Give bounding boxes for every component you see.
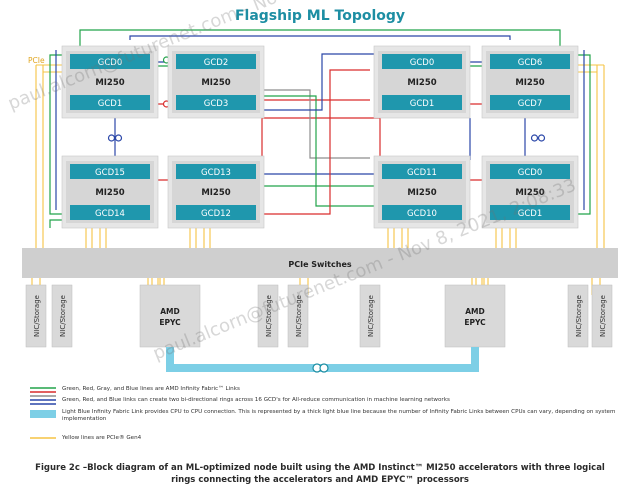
gcd-block	[382, 164, 462, 179]
fabric-link	[250, 53, 376, 111]
gcd-block	[382, 205, 462, 220]
nic-storage-block	[257, 284, 279, 348]
nic-storage-label: NIC/Storage	[575, 295, 583, 337]
legend-text-rings: Green, Red, and Blue links can create tw…	[62, 397, 450, 403]
mi250-modules: GCD0MI250GCD1GCD2MI250GCD3GCD0MI250GCD1G…	[61, 45, 579, 229]
pcie-label: PCIe	[28, 56, 45, 65]
nic-storage-label: NIC/Storage	[59, 295, 67, 337]
link-bridge-icon	[107, 134, 116, 142]
fabric-link	[262, 69, 370, 215]
gcd-label: GCD7	[518, 99, 542, 109]
nic-storage-block	[591, 284, 613, 348]
gcd-label: GCD15	[95, 168, 125, 178]
fabric-link	[261, 117, 381, 164]
nic-storage-block	[51, 284, 73, 348]
epyc-label: EPYC	[464, 318, 486, 327]
nic-storage-block	[25, 284, 47, 348]
epyc-cpu	[444, 284, 506, 348]
nic-storage-label: NIC/Storage	[599, 295, 607, 337]
pcie-switch-label: PCIe Switches	[288, 260, 352, 269]
fabric-link	[250, 95, 374, 207]
epyc-label: AMD	[160, 307, 180, 316]
gcd-label: GCD13	[201, 168, 231, 178]
legend-swatch-cpu-link	[30, 410, 56, 418]
legend-text-fabric: Green, Red, Gray, and Blue lines are AMD…	[62, 386, 240, 392]
gcd-block	[176, 205, 256, 220]
caption-line-2: rings connecting the accelerators and AM…	[171, 475, 469, 485]
fabric-link	[79, 29, 561, 47]
gcd-block	[176, 95, 256, 110]
mi250-label: MI250	[407, 188, 436, 198]
gcd-block	[382, 95, 462, 110]
pcie-switch-bar	[22, 248, 618, 278]
link-bridge-icon	[114, 134, 123, 142]
gcd-label: GCD0	[518, 168, 542, 178]
nic-storage-label: NIC/Storage	[33, 295, 41, 337]
gcd-block	[176, 164, 256, 179]
epyc-label: AMD	[465, 307, 485, 316]
gcd-block	[176, 54, 256, 69]
gcd-label: GCD0	[98, 58, 122, 68]
nic-storage-block	[359, 284, 381, 348]
gcd-label: GCD11	[407, 168, 437, 178]
link-bridge-icon	[530, 134, 539, 142]
mi250-label: MI250	[407, 78, 436, 88]
mi250-label: MI250	[95, 78, 124, 88]
legend-swatches	[30, 387, 56, 439]
gcd-label: GCD0	[410, 58, 434, 68]
caption-line-1: Figure 2c –Block diagram of an ML-optimi…	[35, 463, 605, 473]
gcd-block	[70, 164, 150, 179]
link-bridge-icon	[537, 134, 546, 142]
nic-storage-label: NIC/Storage	[295, 295, 303, 337]
legend-text-cpu-link: Light Blue Infinity Fabric Link provides…	[62, 409, 616, 422]
fabric-link	[250, 89, 370, 159]
gcd-label: GCD3	[204, 99, 228, 109]
mi250-label: MI250	[515, 188, 544, 198]
gcd-block	[490, 205, 570, 220]
gcd-block	[70, 95, 150, 110]
nic-storage-block	[287, 284, 309, 348]
nic-storage-label: NIC/Storage	[367, 295, 375, 337]
gcd-block	[70, 54, 150, 69]
gcd-label: GCD14	[95, 209, 125, 219]
mi250-label: MI250	[95, 188, 124, 198]
gcd-block	[70, 205, 150, 220]
gcd-label: GCD1	[98, 99, 122, 109]
gcd-block	[490, 95, 570, 110]
page-title: Flagship ML Topology	[234, 8, 406, 24]
gcd-label: GCD1	[410, 99, 434, 109]
mi250-label: MI250	[201, 188, 230, 198]
mi250-label: MI250	[515, 78, 544, 88]
gcd-label: GCD1	[518, 209, 542, 219]
nic-storage-block	[567, 284, 589, 348]
nic-epyc-layer: NIC/Storage NIC/Storage NIC/Storage NIC/Sto…	[25, 284, 613, 373]
legend-text-pcie: Yellow lines are PCIe® Gen4	[62, 435, 142, 441]
gcd-label: GCD10	[407, 209, 437, 219]
epyc-label: EPYC	[159, 318, 181, 327]
gcd-label: GCD12	[201, 209, 231, 219]
gcd-label: GCD2	[204, 58, 228, 68]
gcd-block	[490, 164, 570, 179]
link-bridge-icon	[319, 363, 329, 373]
fabric-link	[49, 219, 62, 228]
pcie-switch-layer: PCIe Switches	[22, 248, 618, 278]
fabric-link	[129, 35, 511, 40]
mi250-label: MI250	[201, 78, 230, 88]
nic-storage-label: NIC/Storage	[265, 295, 273, 337]
gcd-block	[490, 54, 570, 69]
figure-caption: Figure 2c –Block diagram of an ML-optimi…	[20, 462, 620, 486]
gcd-block	[382, 54, 462, 69]
gcd-label: GCD6	[518, 58, 542, 68]
